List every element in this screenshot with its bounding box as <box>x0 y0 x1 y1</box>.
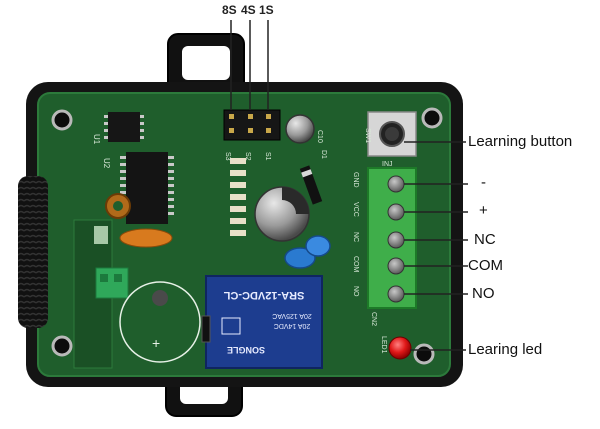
svg-text:SW1: SW1 <box>364 128 371 143</box>
svg-text:INJ: INJ <box>382 161 393 168</box>
antenna-coil <box>18 176 48 328</box>
ic-small: U1 <box>92 112 144 145</box>
terminal-pcb-labels: GND VCC NC COM NO CN2 <box>352 172 377 326</box>
svg-text:CN2: CN2 <box>370 312 377 326</box>
small-capacitor: C10 <box>285 114 323 144</box>
resistor-array <box>230 158 246 236</box>
jumper-callout-lines <box>230 20 269 110</box>
jumper-label-4s: 4S <box>241 3 256 17</box>
case-top-tab <box>167 33 245 95</box>
jumper-label-8s: 8S <box>222 3 237 17</box>
svg-text:NC: NC <box>352 232 359 242</box>
svg-text:S2: S2 <box>244 152 251 161</box>
callout-learning-led: Learing led <box>468 341 543 358</box>
terminal-block <box>367 167 417 309</box>
buzzer: + <box>119 281 201 363</box>
callout-terminal-com: COM <box>468 257 503 274</box>
mounting-holes <box>51 107 443 365</box>
inductor <box>105 193 131 219</box>
svg-text:LED1: LED1 <box>380 336 387 354</box>
callout-terminal-nc: NC <box>474 231 496 248</box>
relay: SRA-12VDC-CL 20A 125VAC 20A 14VDC SONGLE <box>205 275 323 369</box>
svg-text:GND: GND <box>352 172 359 188</box>
orange-capacitor <box>119 228 173 248</box>
svg-text:C10: C10 <box>316 130 323 143</box>
svg-text:SRA-12VDC-CL: SRA-12VDC-CL <box>223 289 304 301</box>
learning-button[interactable] <box>367 111 417 157</box>
svg-text:SONGLE: SONGLE <box>227 345 265 355</box>
jumper-header: S3 S2 S1 <box>223 109 281 161</box>
svg-text:S3: S3 <box>224 152 231 161</box>
rf-module <box>73 219 129 369</box>
callout-lines <box>404 141 468 351</box>
diode-small <box>201 315 211 343</box>
svg-text:NO: NO <box>352 286 359 297</box>
svg-text:S1: S1 <box>264 152 271 161</box>
svg-text:COM: COM <box>352 256 359 273</box>
svg-text:U2: U2 <box>102 158 111 169</box>
callout-terminal-minus: - <box>481 174 486 191</box>
callout-learning-button: Learning button <box>468 133 573 150</box>
learning-led <box>388 336 412 360</box>
large-capacitor <box>254 186 310 242</box>
jumper-label-1s: 1S <box>259 3 274 17</box>
svg-text:D1: D1 <box>320 150 327 159</box>
blue-capacitor <box>284 235 331 269</box>
svg-text:U1: U1 <box>92 134 101 145</box>
svg-text:VCC: VCC <box>352 202 359 217</box>
svg-text:+: + <box>152 335 160 351</box>
diode-d1: D1 <box>299 150 327 205</box>
callout-terminal-no: NO <box>472 285 495 302</box>
svg-text:20A 125VAC: 20A 125VAC <box>272 312 312 319</box>
svg-text:20A 14VDC: 20A 14VDC <box>274 322 311 329</box>
callout-terminal-plus: + <box>479 202 488 219</box>
